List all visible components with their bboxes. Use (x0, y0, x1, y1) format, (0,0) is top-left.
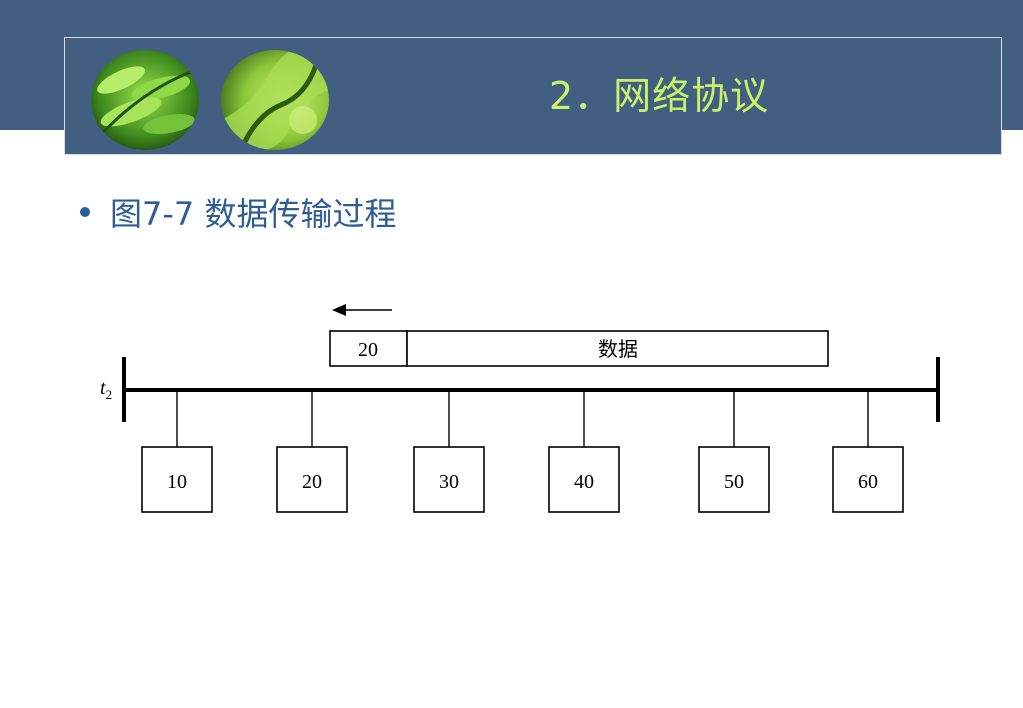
node-box (698, 446, 770, 513)
node-box (141, 446, 213, 513)
bullet-item: 图7-7 数据传输过程 (80, 190, 396, 234)
left-arrow-icon (332, 304, 392, 316)
node-box (832, 446, 904, 513)
node-station: 10 (141, 390, 213, 513)
node-box (548, 446, 620, 513)
leaf-photo-icon (91, 50, 199, 150)
bullet-text: 图7-7 数据传输过程 (110, 195, 397, 233)
header-panel: 2．网络协议 (64, 37, 1002, 155)
frame-payload-label: 数据 (598, 337, 638, 361)
time-label: t2 (100, 377, 112, 402)
node-station: 40 (548, 390, 620, 513)
data-transmission-diagram: 20 数据 t2 10 20 30 40 50 60 (100, 304, 940, 513)
node-label: 30 (439, 471, 459, 493)
node-station: 60 (832, 390, 904, 513)
data-frame: 20 数据 (329, 330, 829, 367)
node-label: 20 (302, 471, 322, 493)
node-label: 50 (724, 471, 744, 493)
node-label: 10 (167, 471, 187, 493)
slide-title: 2．网络协议 (549, 74, 770, 118)
time-label-subscript: 2 (106, 387, 113, 402)
node-box (276, 446, 348, 513)
node-label: 60 (858, 471, 878, 493)
node-station: 50 (698, 390, 770, 513)
node-station: 30 (413, 390, 485, 513)
node-label: 40 (574, 471, 594, 493)
bullet-dot-icon (80, 207, 90, 217)
leaf-closeup-icon (221, 50, 329, 150)
node-station: 20 (276, 390, 348, 513)
frame-address-label: 20 (358, 339, 378, 361)
frame-payload-box (406, 330, 829, 367)
time-label-t: t (100, 377, 106, 399)
node-box (413, 446, 485, 513)
